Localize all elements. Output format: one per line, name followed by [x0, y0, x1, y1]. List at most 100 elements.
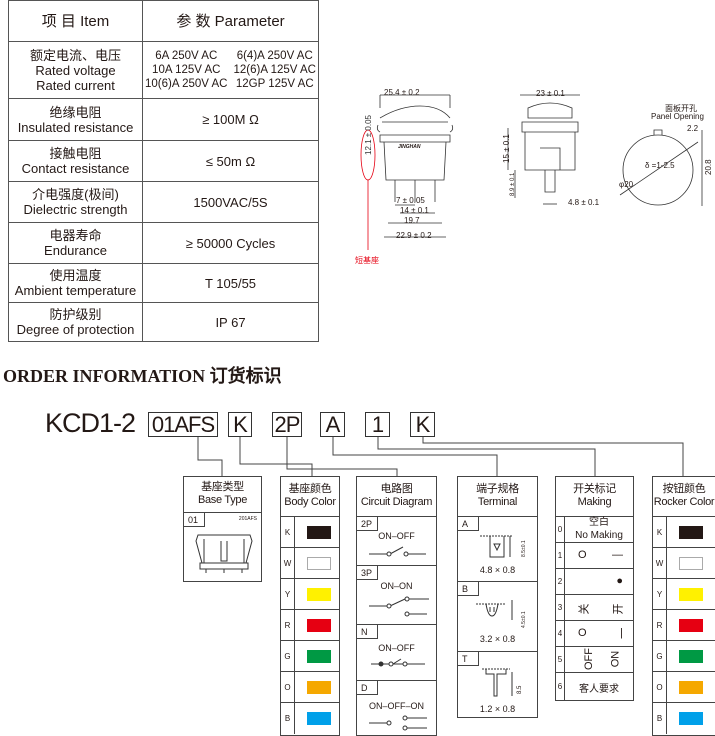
- body-color-option-g[interactable]: G: [281, 641, 339, 672]
- color-code: Y: [653, 579, 667, 609]
- color-code: G: [653, 641, 667, 671]
- spst-switch-icon: [369, 546, 426, 557]
- column-title-en: Circuit Diagram: [360, 496, 433, 508]
- color-swatch: [679, 557, 703, 570]
- rocker-color-option-w[interactable]: W: [653, 548, 715, 579]
- making-on-symbol: —: [612, 549, 623, 561]
- making-code: 5: [556, 647, 565, 672]
- making-off-symbol: O: [578, 549, 587, 561]
- circuit-label: ON–OFF–ON: [368, 701, 424, 711]
- color-code: K: [653, 517, 667, 547]
- making-code: 4: [556, 621, 565, 646]
- circuit-label: ON–ON: [380, 581, 413, 591]
- circuit-label: ON–OFF: [378, 531, 415, 541]
- making-code: 1: [556, 543, 565, 568]
- voltage-value: 6(4)A 250V AC: [236, 50, 313, 62]
- terminal-dim: 8.5±0.1: [521, 540, 527, 557]
- voltage-value: 10A 125V AC: [152, 64, 221, 76]
- color-code: R: [281, 610, 295, 640]
- label-en: Ambient temperature: [14, 283, 137, 298]
- panel-title-cn: 面板开孔: [665, 104, 697, 113]
- label-cn: 额定电流、电压: [29, 47, 121, 63]
- rocker-color-option-g[interactable]: G: [653, 641, 715, 672]
- dim-panel-height: 20.8: [704, 159, 713, 175]
- making-text-en: No Making: [575, 530, 623, 541]
- body-color-option-b[interactable]: B: [281, 703, 339, 734]
- making-option-1[interactable]: 1 O —: [556, 543, 633, 569]
- rocker-color-option-r[interactable]: R: [653, 610, 715, 641]
- panel-opening-drawing: [619, 129, 703, 206]
- color-swatch: [679, 588, 703, 601]
- terminal-size: 4.8 × 0.8: [479, 565, 516, 575]
- spec-value: ≥ 50000 Cycles: [142, 222, 319, 264]
- rocker-color-option-k[interactable]: K: [653, 517, 715, 548]
- voltage-value: 6A 250V AC: [155, 50, 218, 62]
- dim-thickness: δ =1-2.5: [645, 161, 675, 170]
- base-model: 201AFS: [238, 516, 257, 522]
- base-type-option[interactable]: 01 201AFS: [184, 513, 261, 582]
- color-swatch: [307, 650, 331, 663]
- column-title-en: Body Color: [284, 496, 336, 508]
- spec-value: 1500VAC/5S: [142, 181, 319, 223]
- label-en2: Rated current: [36, 77, 115, 93]
- body-color-option-y[interactable]: Y: [281, 579, 339, 610]
- body-color-option-o[interactable]: O: [281, 672, 339, 703]
- rocker-color-option-b[interactable]: B: [653, 703, 715, 734]
- terminal-a-icon: [480, 535, 512, 558]
- rocker-color-option-o[interactable]: O: [653, 672, 715, 703]
- code-body-color: K: [228, 412, 252, 437]
- circuit-label: ON–OFF: [378, 643, 415, 653]
- column-title-cn: 开关标记: [573, 483, 616, 495]
- terminal-size: 1.2 × 0.8: [479, 704, 516, 714]
- dim-terminal-height: 8.9 ± 0.1: [510, 172, 516, 196]
- body-color-option-w[interactable]: W: [281, 548, 339, 579]
- making-on-symbol: ●: [616, 575, 623, 587]
- color-code: B: [281, 703, 295, 734]
- color-swatch: [307, 712, 331, 725]
- dim-side-height: 15 ± 0.1: [502, 134, 511, 163]
- header-item: 项 目 Item: [8, 0, 143, 42]
- making-option-2[interactable]: 2●: [556, 569, 633, 595]
- on-off-on-switch-icon: [369, 715, 427, 731]
- making-off-symbol: O: [578, 627, 587, 639]
- making-code: 3: [556, 595, 565, 620]
- making-off-symbol: OFF: [583, 648, 595, 670]
- making-on-symbol: 开: [612, 603, 625, 615]
- body-color-option-k[interactable]: K: [281, 517, 339, 548]
- terminal-dim: 4.5±0.1: [521, 611, 527, 628]
- color-swatch: [307, 557, 331, 570]
- voltage-value: 12GP 125V AC: [235, 78, 314, 90]
- body-color-option-r[interactable]: R: [281, 610, 339, 641]
- dim-notch: 2.2: [687, 124, 699, 133]
- color-code: O: [653, 672, 667, 702]
- rocker-color-option-y[interactable]: Y: [653, 579, 715, 610]
- terminal-option-b[interactable]: B 4.5±0.1 3.2 × 0.8: [458, 582, 537, 652]
- option-code: A: [458, 517, 479, 531]
- color-swatch: [307, 588, 331, 601]
- terminal-option-a[interactable]: A 8.5±0.1 4.8 × 0.8: [458, 517, 537, 582]
- label-en: Endurance: [44, 243, 107, 258]
- short-base-note: 短基座: [355, 256, 379, 265]
- code-making: 1: [365, 412, 390, 437]
- column-title-en: Making: [577, 496, 612, 508]
- terminal-size: 3.2 × 0.8: [479, 634, 516, 644]
- terminal-option-t[interactable]: T 8.5 1.2 × 0.8: [458, 652, 537, 719]
- dimension-drawings: [360, 94, 703, 250]
- option-code: T: [458, 652, 479, 666]
- dim-diameter: φ20: [619, 180, 634, 189]
